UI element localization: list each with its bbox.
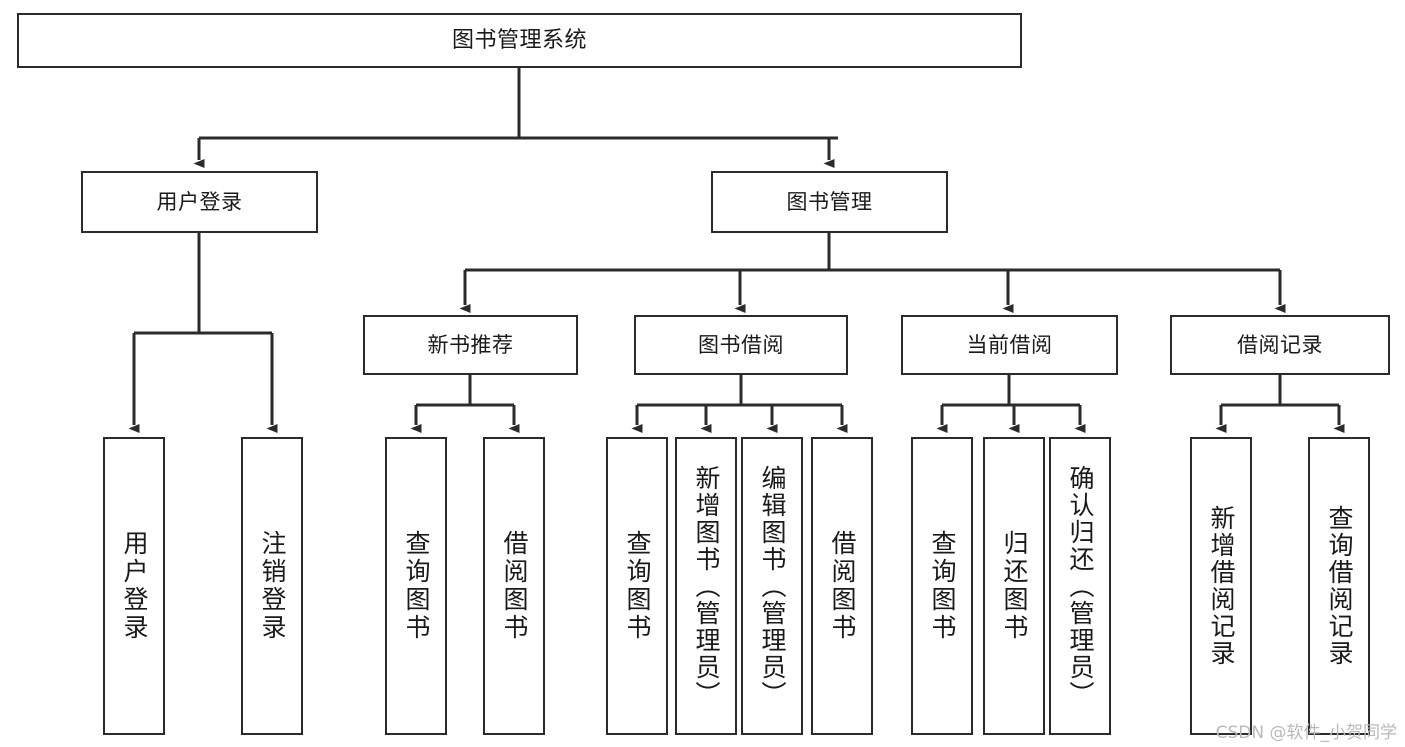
leaf-return-book[interactable]: 归还图书 [983, 437, 1045, 735]
node-label: 图书管理 [786, 189, 873, 214]
node-level2-book-borrow[interactable]: 图书借阅 [634, 315, 848, 375]
node-label: 查询图书 [928, 530, 957, 642]
node-label: 用户登录 [156, 189, 243, 214]
node-level1-book-management[interactable]: 图书管理 [711, 171, 948, 233]
node-root-label: 图书管理系统 [451, 27, 587, 53]
leaf-edit-book-admin[interactable]: 编辑图书（管理员） [741, 437, 803, 735]
node-level2-new-book-recommend[interactable]: 新书推荐 [363, 315, 578, 375]
node-label: 借阅记录 [1237, 332, 1323, 357]
leaf-add-borrow-record[interactable]: 新增借阅记录 [1190, 437, 1252, 735]
node-level2-borrow-record[interactable]: 借阅记录 [1170, 315, 1390, 375]
node-label: 当前借阅 [966, 332, 1053, 357]
node-level1-user-login[interactable]: 用户登录 [81, 171, 318, 233]
node-label: 图书借阅 [698, 332, 784, 357]
node-label: 借阅图书 [828, 530, 857, 642]
node-label: 借阅图书 [500, 530, 529, 642]
leaf-query-book-borrow[interactable]: 查询图书 [606, 437, 668, 735]
leaf-add-book-admin[interactable]: 新增图书（管理员） [675, 437, 737, 735]
leaf-borrow-book[interactable]: 借阅图书 [811, 437, 873, 735]
node-level2-current-borrow[interactable]: 当前借阅 [901, 315, 1118, 375]
node-root[interactable]: 图书管理系统 [17, 13, 1022, 68]
node-label: 确认归还（管理员） [1066, 464, 1095, 708]
node-label: 用户登录 [120, 530, 149, 642]
node-label: 新增图书（管理员） [692, 464, 721, 708]
node-label: 查询图书 [402, 530, 431, 642]
leaf-query-borrow-record[interactable]: 查询借阅记录 [1308, 437, 1370, 735]
leaf-user-login[interactable]: 用户登录 [103, 437, 165, 735]
csdn-watermark: CSDN @软件_小贺同学 [1215, 723, 1397, 743]
leaf-confirm-return-admin[interactable]: 确认归还（管理员） [1049, 437, 1111, 735]
leaf-query-book-current[interactable]: 查询图书 [911, 437, 973, 735]
leaf-logout[interactable]: 注销登录 [241, 437, 303, 735]
node-label: 新书推荐 [427, 332, 514, 357]
leaf-borrow-book-recommend[interactable]: 借阅图书 [483, 437, 545, 735]
node-label: 查询借阅记录 [1325, 505, 1354, 667]
node-label: 注销登录 [258, 530, 287, 642]
node-label: 查询图书 [623, 530, 652, 642]
leaf-query-book-recommend[interactable]: 查询图书 [385, 437, 447, 735]
node-label: 新增借阅记录 [1207, 505, 1236, 667]
node-label: 编辑图书（管理员） [758, 464, 787, 708]
node-label: 归还图书 [1000, 530, 1029, 642]
